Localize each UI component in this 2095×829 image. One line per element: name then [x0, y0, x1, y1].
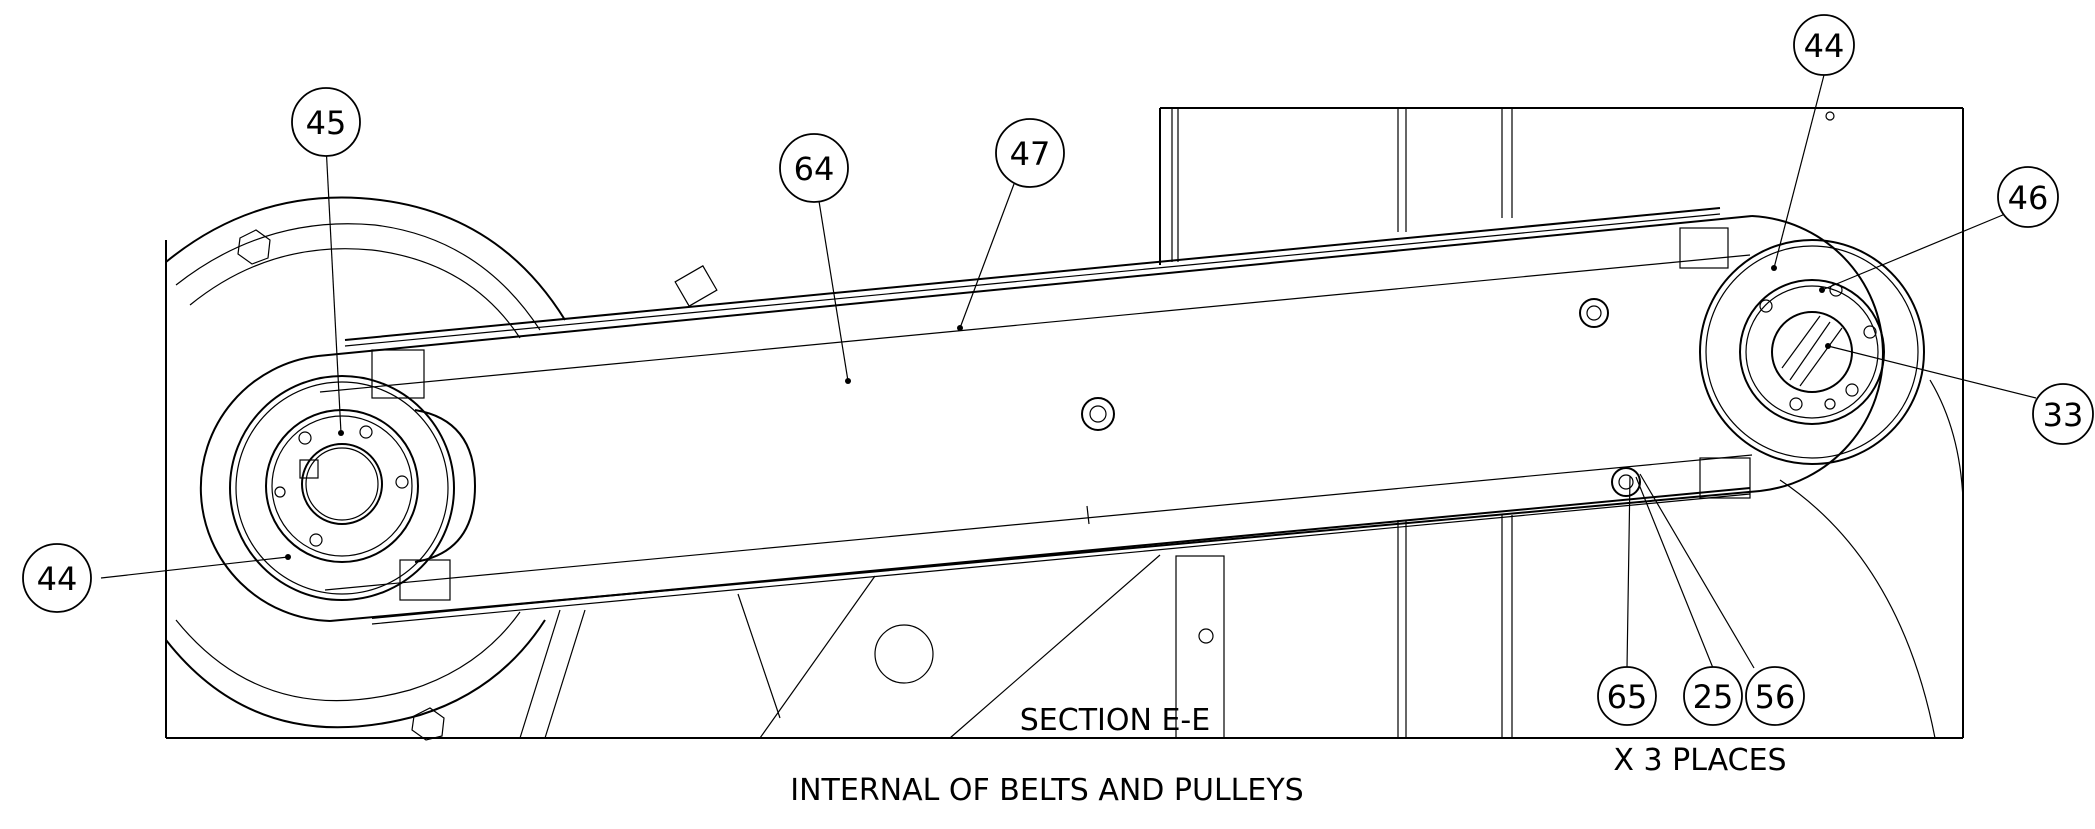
frame-structure — [519, 108, 1964, 739]
svg-text:25: 25 — [1693, 678, 1734, 716]
svg-text:46: 46 — [2008, 179, 2049, 217]
svg-text:65: 65 — [1607, 678, 1648, 716]
svg-text:33: 33 — [2043, 396, 2084, 434]
svg-text:44: 44 — [1804, 27, 1845, 65]
leader-lines — [100, 74, 2037, 669]
svg-text:44: 44 — [37, 560, 78, 598]
balloon-45: 45 — [291, 87, 361, 157]
svg-text:56: 56 — [1755, 678, 1796, 716]
balloon-47: 47 — [995, 118, 1065, 188]
svg-text:45: 45 — [306, 104, 347, 142]
drive-wheel — [165, 196, 566, 741]
left-pulley — [229, 375, 477, 601]
datum-hole — [1825, 111, 1835, 121]
svg-text:47: 47 — [1010, 135, 1051, 173]
balloon-64: 64 — [779, 133, 849, 203]
belt-assembly — [199, 207, 1884, 625]
balloon-65: 65 — [1597, 666, 1657, 726]
balloon-56: 56 — [1745, 666, 1805, 726]
balloon-44-left: 44 — [22, 543, 92, 613]
leader-dots — [285, 265, 1831, 560]
balloon-46: 46 — [1997, 166, 2059, 228]
places-note: X 3 PLACES — [1613, 743, 1786, 778]
section-label: SECTION E-E — [1020, 703, 1210, 738]
balloon-44-top: 44 — [1793, 14, 1855, 76]
right-pulley — [1699, 239, 1925, 465]
section-frame — [165, 107, 1964, 739]
balloon-33: 33 — [2032, 383, 2094, 445]
balloon-25: 25 — [1683, 666, 1743, 726]
drawing-title: INTERNAL OF BELTS AND PULLEYS — [790, 773, 1303, 808]
svg-text:64: 64 — [794, 150, 835, 188]
